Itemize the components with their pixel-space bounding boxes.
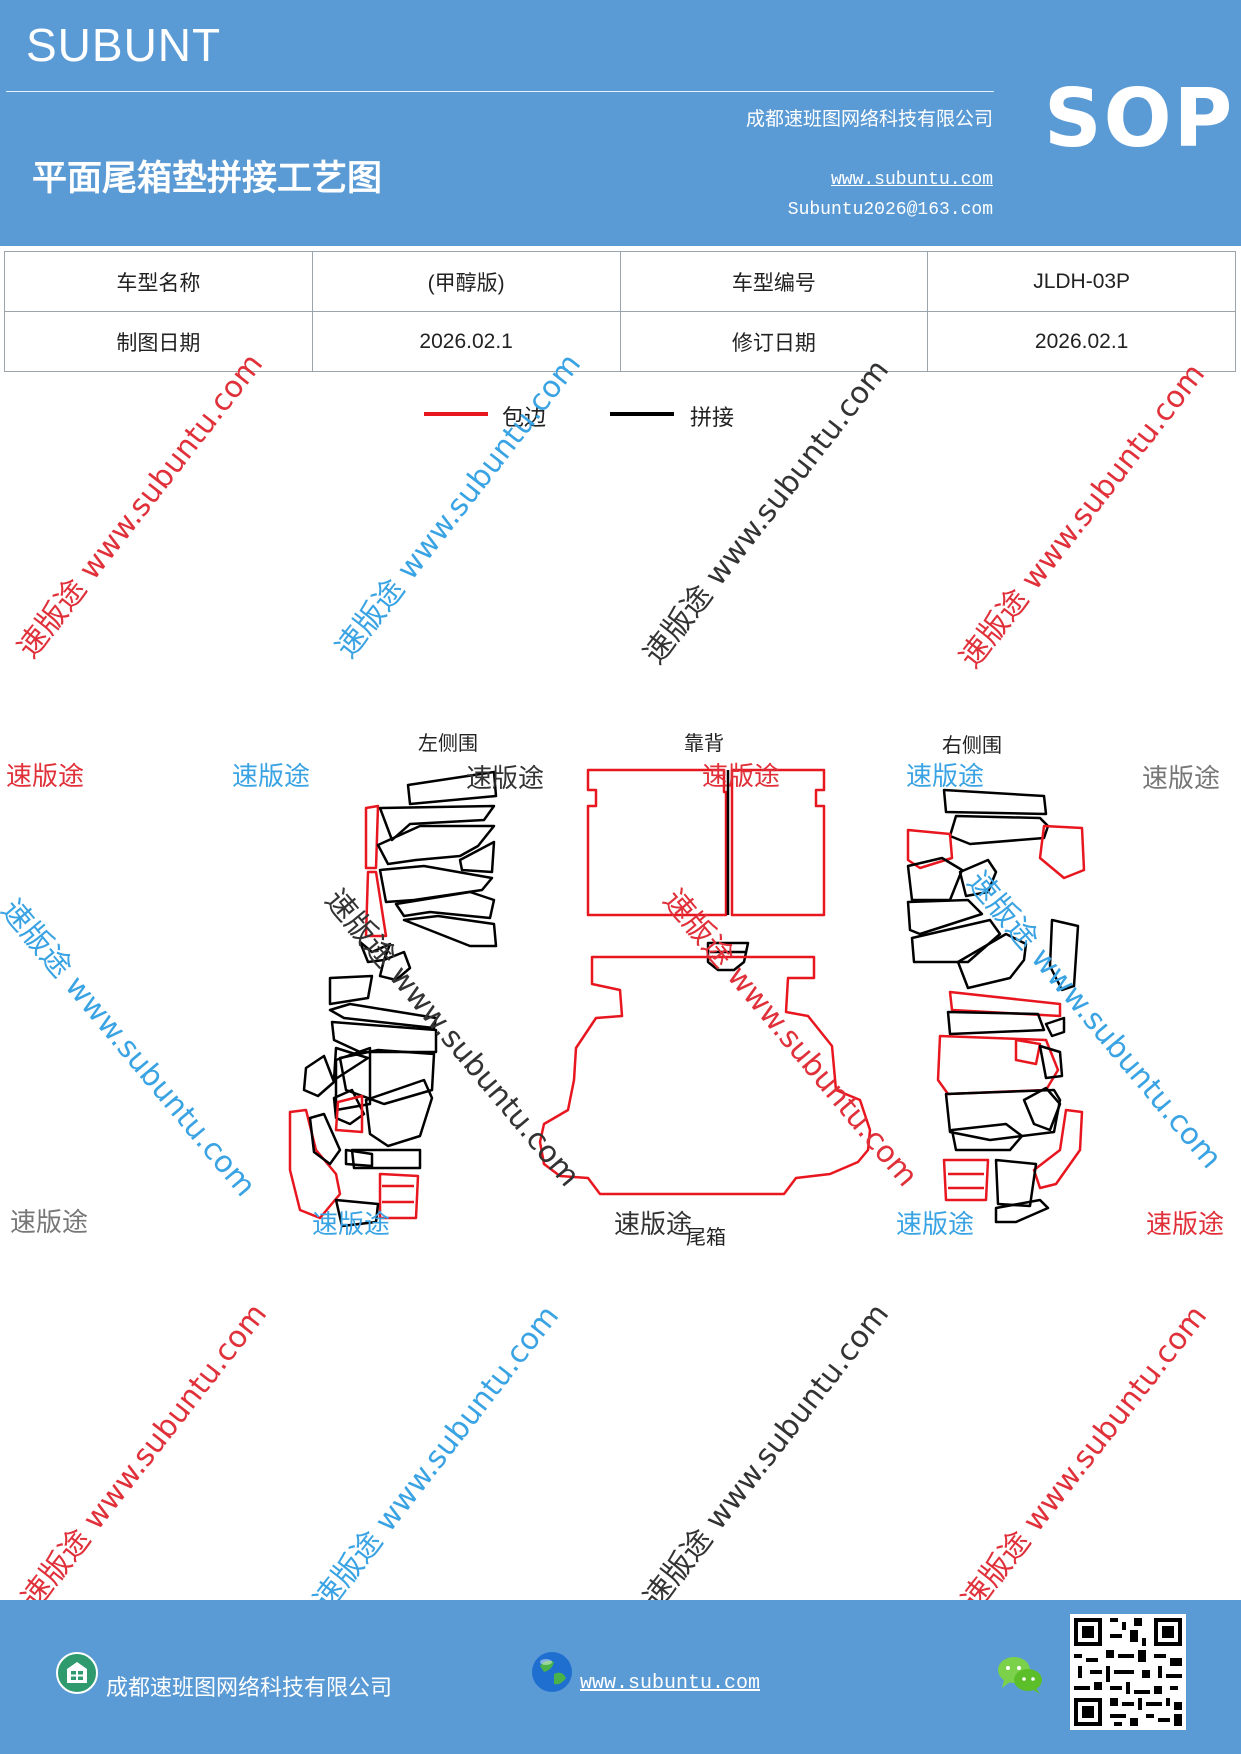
value-draw-date: 2026.02.1 [311, 311, 621, 372]
footer-website-link[interactable]: www.subuntu.com [580, 1672, 761, 1695]
label-model-code: 车型编号 [619, 251, 929, 312]
legend-edge-label: 包边 [502, 406, 547, 431]
label-left-side-panel: 左侧围 [418, 731, 478, 755]
watermark-brand: 速版途 [312, 1210, 391, 1240]
watermark-brand: 速版途 [1142, 764, 1221, 794]
qr-code-icon[interactable] [1070, 1614, 1186, 1734]
watermark-brand: 速版途 [10, 1208, 89, 1238]
right-side-panel-pieces [906, 788, 1086, 1224]
watermark-brand: 速版途 [232, 762, 311, 792]
company-name: 成都速班图网络科技有限公司 [745, 108, 993, 130]
wechat-icon[interactable] [996, 1654, 1044, 1700]
watermark-brand: 速版途 [614, 1210, 693, 1240]
company-icon [56, 1652, 98, 1698]
label-model-name: 车型名称 [4, 251, 313, 312]
footer-company-name: 成都速班图网络科技有限公司 [106, 1676, 393, 1701]
watermark-brand: 速版途 [702, 762, 781, 792]
vehicle-info-table: 车型名称 (甲醇版) 车型编号 JLDH-03P 制图日期 2026.02.1 … [4, 251, 1236, 372]
label-backrest: 靠背 [684, 731, 724, 755]
watermark-brand: 速版途 [1146, 1210, 1225, 1240]
legend-seam-label: 拼接 [690, 406, 735, 431]
header-divider [6, 91, 994, 92]
watermark-brand: 速版途 [906, 762, 985, 792]
email-address[interactable]: Subuntu2026@163.com [787, 200, 993, 220]
label-trunk: 尾箱 [686, 1225, 726, 1249]
globe-icon [530, 1650, 574, 1698]
website-link[interactable]: www.subuntu.com [830, 170, 993, 190]
watermark-brand: 速版途 [6, 762, 85, 792]
label-right-side-panel: 右侧围 [942, 733, 1002, 757]
footer-banner: 成都速班图网络科技有限公司 www.subuntu.com [0, 1600, 1241, 1754]
legend: 包边 拼接 [424, 400, 744, 440]
left-side-panel-pieces [288, 770, 498, 1228]
legend-edge-swatch [424, 412, 488, 416]
trunk-floor [538, 955, 872, 1196]
label-draw-date: 制图日期 [4, 311, 313, 372]
watermark-brand: 速版途 [896, 1210, 975, 1240]
watermark-brand: 速版途 [466, 764, 545, 794]
value-revision-date: 2026.02.1 [927, 311, 1236, 372]
backrest-panels [586, 768, 826, 972]
label-revision-date: 修订日期 [619, 311, 929, 372]
brand-name: SUBUNT [26, 19, 222, 71]
document-title: 平面尾箱垫拼接工艺图 [32, 158, 383, 199]
value-model-name: (甲醇版) [311, 251, 621, 312]
legend-seam-swatch [610, 412, 674, 416]
header-banner: SUBUNT 成都速班图网络科技有限公司 平面尾箱垫拼接工艺图 www.subu… [0, 0, 1241, 246]
table-row: 制图日期 2026.02.1 修订日期 2026.02.1 [4, 311, 1236, 372]
sop-badge: SOP [1044, 72, 1235, 165]
